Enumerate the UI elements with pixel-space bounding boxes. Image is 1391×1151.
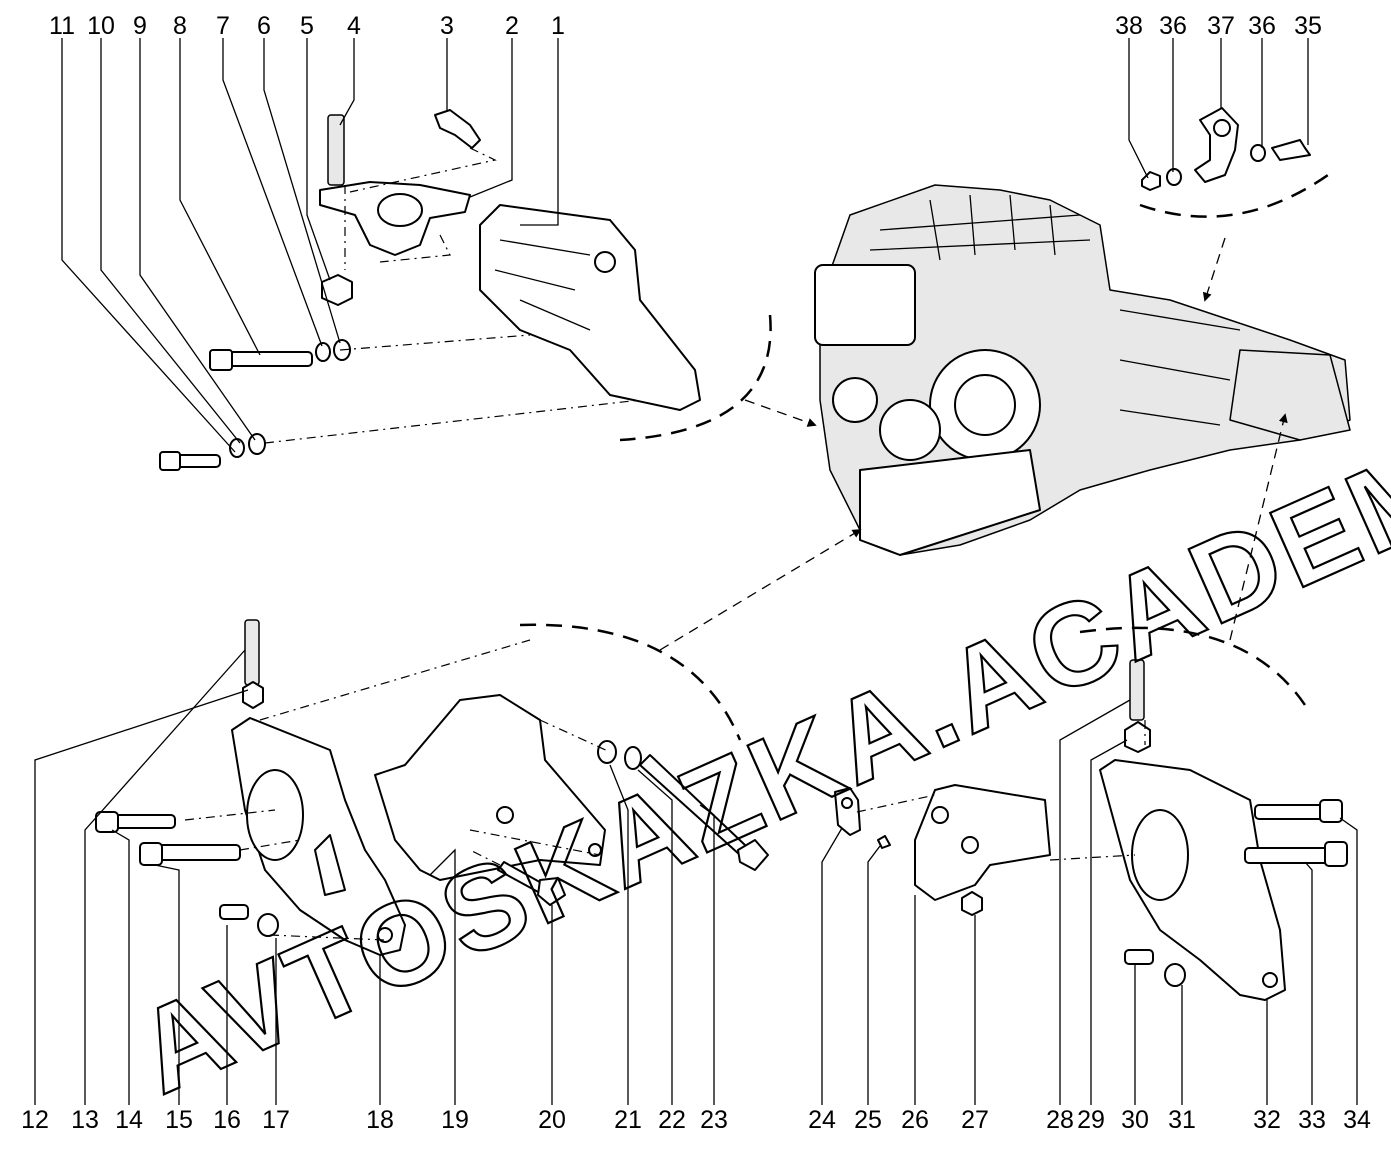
callout-label: 32 xyxy=(1253,1106,1281,1134)
right-mount-group xyxy=(834,413,1348,1001)
callout-label: 10 xyxy=(87,12,115,40)
callout-label: 11 xyxy=(49,12,75,40)
callout-label: 1 xyxy=(551,12,565,40)
callout-label: 29 xyxy=(1077,1106,1105,1134)
callout-label: 2 xyxy=(505,12,519,40)
callout-label: 23 xyxy=(700,1106,728,1134)
callout-label: 12 xyxy=(21,1106,49,1134)
callout-label: 33 xyxy=(1298,1106,1326,1134)
callout-label: 22 xyxy=(658,1106,686,1134)
callout-label: 6 xyxy=(257,12,271,40)
callout-label: 19 xyxy=(441,1106,469,1134)
callout-label: 8 xyxy=(173,12,187,40)
callouts-top: 11 10 9 8 7 6 5 4 3 2 1 xyxy=(49,12,565,40)
callout-label: 37 xyxy=(1207,12,1235,40)
callout-label: 20 xyxy=(538,1106,566,1134)
callout-label: 35 xyxy=(1294,12,1322,40)
callout-label: 34 xyxy=(1343,1106,1371,1134)
callouts-bottom: 12 13 14 15 16 17 18 19 20 21 22 23 24 2… xyxy=(21,1106,1371,1134)
callout-label: 5 xyxy=(300,12,314,40)
callout-label: 25 xyxy=(854,1106,882,1134)
callout-label: 24 xyxy=(808,1106,836,1134)
leader-lines xyxy=(34,38,1358,1105)
callout-label: 17 xyxy=(262,1106,290,1134)
callout-label: 3 xyxy=(440,12,454,40)
callout-label: 27 xyxy=(961,1106,989,1134)
callout-label: 15 xyxy=(165,1106,193,1134)
callout-label: 28 xyxy=(1046,1106,1074,1134)
callout-label: 16 xyxy=(213,1106,241,1134)
callout-label: 30 xyxy=(1121,1106,1149,1134)
engine-assembly xyxy=(814,184,1351,556)
left-engine-mount-group xyxy=(159,109,817,471)
callout-label: 4 xyxy=(347,12,361,40)
callout-label: 36 xyxy=(1159,12,1187,40)
top-right-bracket-group xyxy=(1139,107,1336,302)
callouts-top-right: 38 36 37 36 35 xyxy=(1115,12,1322,40)
callout-label: 36 xyxy=(1248,12,1276,40)
callout-label: 18 xyxy=(366,1106,394,1134)
rear-mount-group xyxy=(95,529,862,956)
callout-label: 7 xyxy=(216,12,230,40)
callout-label: 26 xyxy=(901,1106,929,1134)
callout-label: 38 xyxy=(1115,12,1143,40)
callout-label: 13 xyxy=(71,1106,99,1134)
callout-label: 14 xyxy=(115,1106,143,1134)
callout-label: 9 xyxy=(133,12,147,40)
callout-label: 21 xyxy=(614,1106,642,1134)
callout-label: 31 xyxy=(1168,1106,1196,1134)
